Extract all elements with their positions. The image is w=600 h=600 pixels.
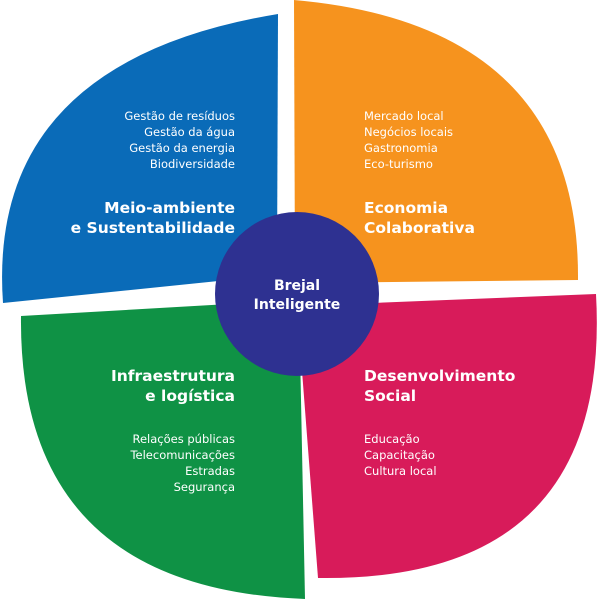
economia-item-4: Eco-turismo xyxy=(364,157,433,171)
meio-ambiente-item-1: Gestão de resíduos xyxy=(124,109,235,123)
infraestrutura-title-line-1: Infraestrutura xyxy=(111,367,235,385)
quadrant-desenvolvimento: Desenvolvimento Social Educação Capacita… xyxy=(297,294,597,579)
infraestrutura-item-1: Relações públicas xyxy=(132,432,235,446)
meio-ambiente-title-line-1: Meio-ambiente xyxy=(104,199,235,217)
economia-item-3: Gastronomia xyxy=(364,141,438,155)
economia-item-1: Mercado local xyxy=(364,109,444,123)
center-title-line-2: Inteligente xyxy=(254,297,341,313)
meio-ambiente-title-line-2: e Sustentabilidade xyxy=(71,219,235,237)
quadrant-economia: Mercado local Negócios locais Gastronomi… xyxy=(294,0,579,283)
meio-ambiente-item-3: Gestão da energia xyxy=(129,141,235,155)
center-circle xyxy=(215,212,379,376)
desenvolvimento-item-2: Capacitação xyxy=(364,448,435,462)
quadrant-infraestrutura: Infraestrutura e logística Relações públ… xyxy=(20,300,305,599)
economia-title-line-2: Colaborativa xyxy=(364,219,475,237)
center-hub: Brejal Inteligente xyxy=(215,212,379,376)
desenvolvimento-title-line-2: Social xyxy=(364,387,416,405)
desenvolvimento-item-3: Cultura local xyxy=(364,464,437,478)
meio-ambiente-item-2: Gestão da água xyxy=(144,125,235,139)
quadrant-meio-ambiente-shape xyxy=(2,14,278,303)
quadrant-desenvolvimento-shape xyxy=(297,294,597,579)
infraestrutura-item-4: Segurança xyxy=(174,480,235,494)
desenvolvimento-item-1: Educação xyxy=(364,432,420,446)
infraestrutura-item-2: Telecomunicações xyxy=(129,448,235,462)
quadrant-infraestrutura-shape xyxy=(20,300,305,599)
desenvolvimento-title-line-1: Desenvolvimento xyxy=(364,367,515,385)
infraestrutura-item-3: Estradas xyxy=(185,464,235,478)
meio-ambiente-item-4: Biodiversidade xyxy=(150,157,235,171)
infraestrutura-title-line-2: e logística xyxy=(145,387,235,405)
quadrant-economia-shape xyxy=(294,0,579,283)
economia-item-2: Negócios locais xyxy=(364,125,453,139)
quadrant-meio-ambiente: Gestão de resíduos Gestão da água Gestão… xyxy=(2,14,278,303)
economia-title-line-1: Economia xyxy=(364,199,448,217)
center-title-line-1: Brejal xyxy=(274,278,320,294)
